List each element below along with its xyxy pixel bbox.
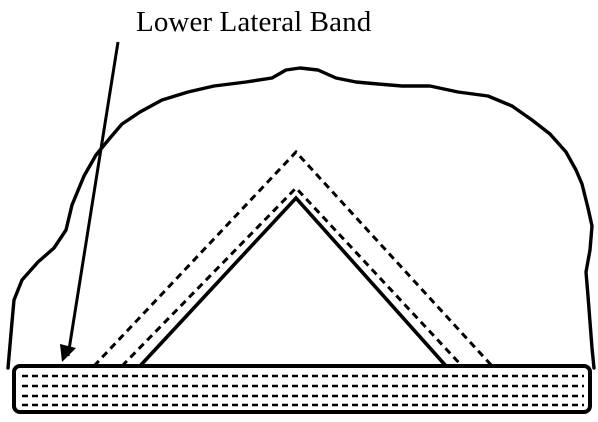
outer-outline bbox=[6, 66, 596, 370]
inner-dashed-triangle bbox=[120, 185, 464, 368]
band-label: Lower Lateral Band bbox=[136, 6, 372, 38]
lower-lateral-band bbox=[12, 364, 592, 414]
solid-triangle bbox=[138, 195, 448, 368]
label-arrow bbox=[60, 41, 120, 362]
outer-dashed-triangle bbox=[92, 149, 494, 368]
